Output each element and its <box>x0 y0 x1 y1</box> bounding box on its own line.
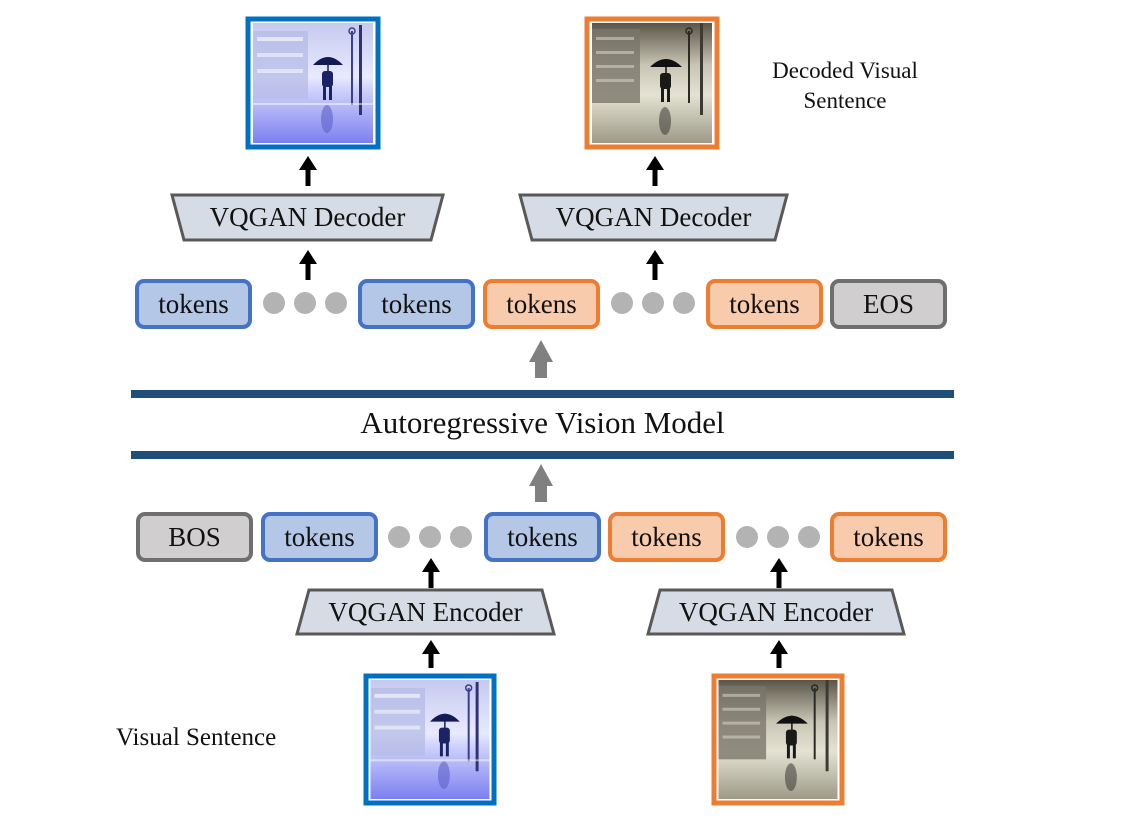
arrow-up-icon <box>770 558 788 588</box>
encoder-shape-right <box>646 588 906 636</box>
arrow-up-icon <box>422 640 440 668</box>
ellipsis-dot <box>294 292 316 314</box>
gray-arrows <box>529 340 553 502</box>
decoded-image-blue <box>245 16 381 150</box>
decoder-shape-right <box>518 193 789 242</box>
output-token-orange-1: tokens <box>483 279 600 329</box>
arrow-up-icon <box>422 558 440 588</box>
input-token-blue-2: tokens <box>484 512 601 562</box>
output-token-blue-1: tokens <box>135 279 252 329</box>
ellipsis-dot <box>611 292 633 314</box>
ellipsis-dot <box>450 526 472 548</box>
arrow-up-icon <box>646 156 664 186</box>
decoded-caption: Decoded Visual Sentence <box>772 58 918 113</box>
input-caption: Visual Sentence <box>116 724 277 751</box>
ellipsis-dot <box>325 292 347 314</box>
ellipsis-dot <box>419 526 441 548</box>
ellipsis-dot <box>736 526 758 548</box>
input-token-blue-1: tokens <box>261 512 378 562</box>
decoder-label-left: VQGAN Decoder <box>209 202 406 232</box>
model-bottom-bar <box>131 451 954 459</box>
eos-token: EOS <box>830 279 947 329</box>
encoder-label-right: VQGAN Encoder <box>678 596 874 627</box>
arrow-up-icon <box>299 156 317 186</box>
ellipsis-dot <box>388 526 410 548</box>
decoder-label-right: VQGAN Decoder <box>555 202 752 232</box>
arrow-up-icon <box>646 250 664 280</box>
model-label: Autoregressive Vision Model <box>360 405 725 440</box>
black-arrows <box>299 156 788 668</box>
ellipsis-dot <box>642 292 664 314</box>
gray-arrow-up-icon <box>529 340 553 378</box>
ellipsis-dot <box>673 292 695 314</box>
bos-token: BOS <box>136 512 253 562</box>
decoded-image-orange <box>584 16 720 150</box>
encoder-label-left: VQGAN Encoder <box>328 596 523 627</box>
model-top-bar <box>131 390 954 398</box>
input-image-blue <box>363 673 497 806</box>
arrow-up-icon <box>770 640 788 668</box>
input-image-orange <box>711 673 845 806</box>
input-token-orange-1: tokens <box>608 512 725 562</box>
input-token-orange-2: tokens <box>830 512 947 562</box>
output-token-blue-2: tokens <box>358 279 475 329</box>
ellipsis-dot <box>767 526 789 548</box>
decoder-shape-left <box>170 193 445 242</box>
ellipsis-dot <box>798 526 820 548</box>
ellipsis-dot <box>263 292 285 314</box>
arrow-up-icon <box>299 250 317 280</box>
output-token-orange-2: tokens <box>706 279 823 329</box>
encoder-shape-left <box>295 588 556 636</box>
gray-arrow-up-icon <box>529 464 553 502</box>
